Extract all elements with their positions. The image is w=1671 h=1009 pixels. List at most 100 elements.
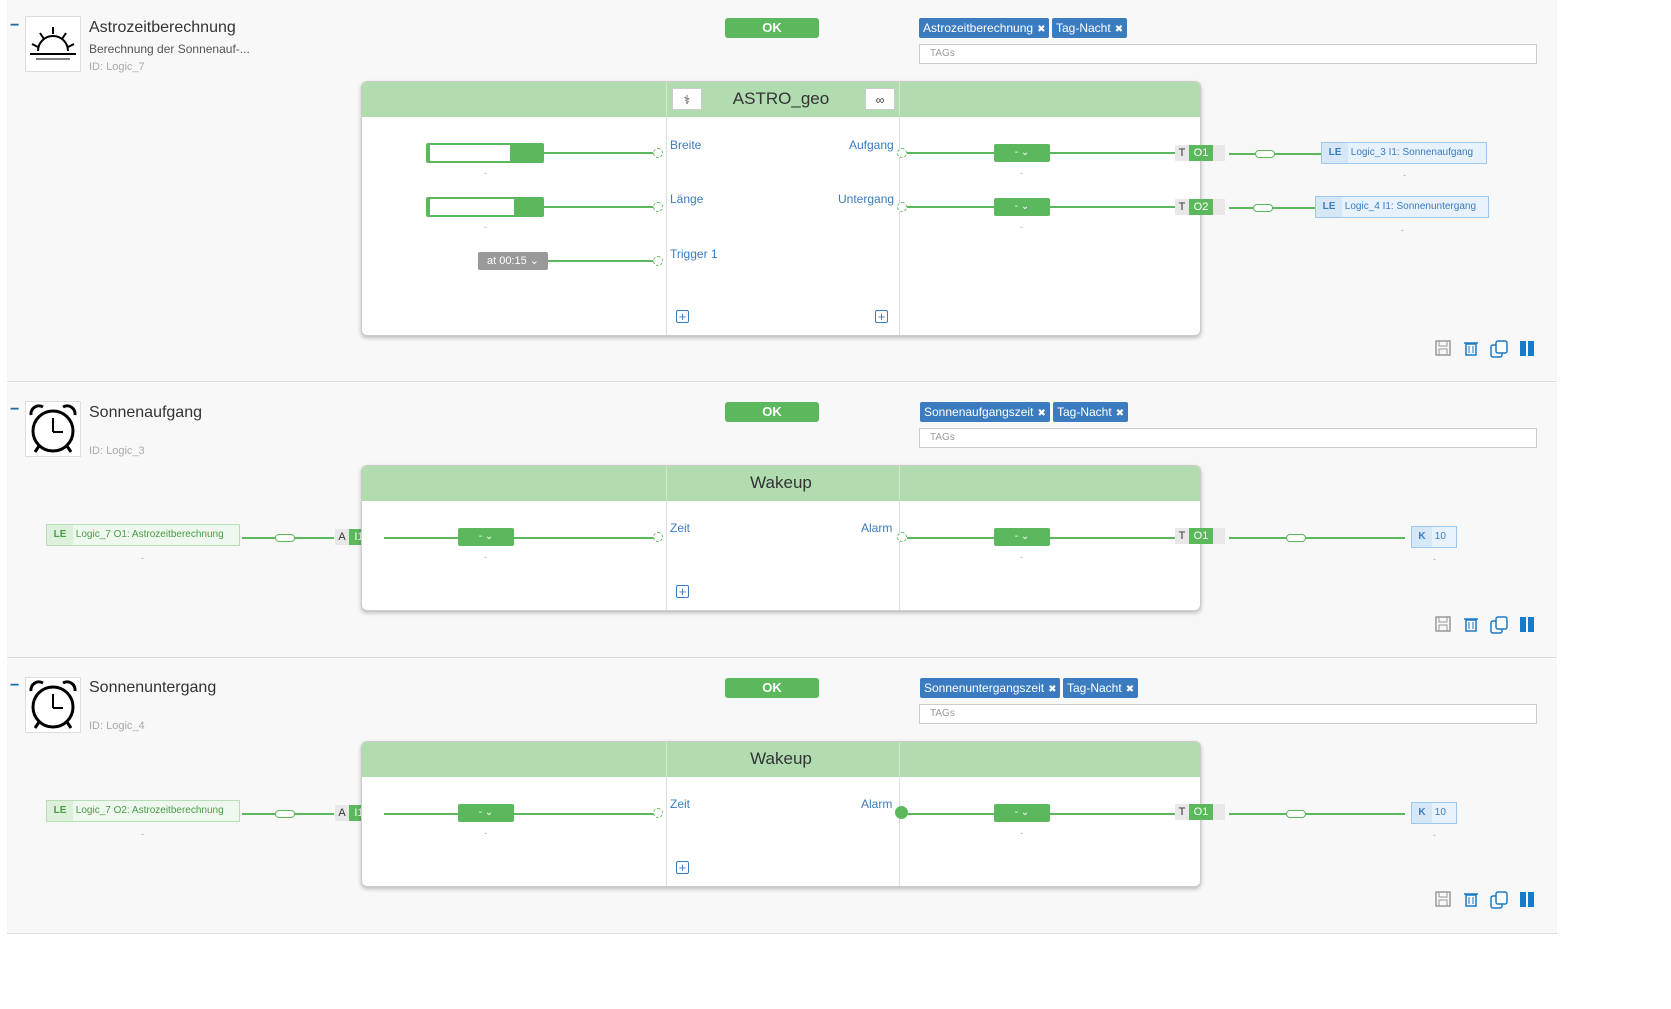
collapse-toggle[interactable]: − [10,401,20,418]
tag-chip[interactable]: Sonnenaufgangszeit✖ [920,402,1050,422]
collapse-toggle[interactable]: − [10,677,20,694]
output-port[interactable] [895,806,908,819]
ref-value: 10 [1434,531,1446,542]
add-input-icon[interactable]: + [676,310,689,323]
wire [1229,153,1321,155]
wire [1229,813,1405,815]
tag-remove-icon[interactable]: ✖ [1114,24,1124,35]
input-label: Trigger 1 [670,247,718,261]
pause-icon[interactable] [1518,616,1536,634]
output-dropdown[interactable]: - ⌄ [994,804,1050,822]
output-port[interactable] [897,532,907,542]
link-reference[interactable]: LE Logic_3 I1: Sonnenaufgang [1321,142,1487,164]
add-input-icon[interactable]: + [676,861,689,874]
link-connector-icon [1255,150,1275,158]
output-id[interactable]: O1 [1189,145,1213,161]
stethoscope-icon[interactable]: ⚕ [672,88,702,110]
link-reference[interactable]: LE Logic_4 I1: Sonnenuntergang [1315,196,1489,218]
tag-label: Tag-Nacht [1067,681,1122,695]
output-dropdown[interactable]: - ⌄ [994,528,1050,546]
status-ok-button[interactable]: OK [725,678,819,698]
type-cell: T [1175,199,1189,215]
collapse-toggle[interactable]: − [10,17,20,34]
value-dash: - [1403,170,1406,180]
save-icon[interactable] [1434,616,1452,634]
pause-icon[interactable] [1518,891,1536,909]
block-title: Sonnenuntergang [89,679,217,696]
trash-icon[interactable] [1462,891,1480,909]
status-ok-button[interactable]: OK [725,18,819,38]
tags-input[interactable]: TAGs [919,428,1537,448]
sunrise-icon [25,16,81,72]
copy-icon[interactable] [1490,616,1508,634]
link-connector-icon [1253,204,1273,212]
tag-remove-icon[interactable]: ✖ [1115,408,1125,419]
tag-remove-icon[interactable]: ✖ [1037,24,1046,35]
divider [666,82,667,335]
tag-chip[interactable]: Tag-Nacht✖ [1052,18,1128,38]
input-port[interactable] [653,808,663,818]
output-port[interactable] [897,148,907,158]
input-port[interactable] [653,148,663,158]
tag-remove-icon[interactable]: ✖ [1125,684,1135,695]
value-dash: - [1401,225,1404,235]
link-reference[interactable]: LE Logic_7 O2: Astrozeitberechnung [46,800,240,822]
input-dropdown[interactable]: - ⌄ [458,528,514,546]
output-id[interactable]: O1 [1189,804,1213,820]
tag-remove-icon[interactable]: ✖ [1048,684,1057,695]
output-id[interactable]: O1 [1189,528,1213,544]
divider [666,742,667,886]
tag-chip[interactable]: Tag-Nacht✖ [1053,402,1129,422]
tag-label: Sonnenuntergangszeit [924,681,1045,695]
add-output-icon[interactable]: + [875,310,888,323]
infinity-icon[interactable]: ∞ [865,88,895,110]
input-port[interactable] [653,256,663,266]
tag-chip[interactable]: Sonnenuntergangszeit✖ [920,678,1061,698]
value-dash: - [1020,168,1023,178]
tag-chip[interactable]: Tag-Nacht✖ [1063,678,1139,698]
output-id[interactable]: O2 [1189,199,1213,215]
ref-label: Logic_3 I1: Sonnenaufgang [1350,147,1474,158]
block-id: ID: Logic_4 [89,720,145,732]
link-connector-icon [275,810,295,818]
block-actions [1434,340,1544,360]
status-ok-button[interactable]: OK [725,402,819,422]
output-extra [1213,528,1225,544]
divider [666,466,667,610]
ref-type: LE [47,525,73,545]
input-dropdown[interactable] [426,143,544,163]
tag-chip[interactable]: Astrozeitberechnung✖ [919,18,1050,38]
add-input-icon[interactable]: + [676,585,689,598]
pause-icon[interactable] [1518,340,1536,358]
tags-input[interactable]: TAGs [919,704,1537,724]
knx-reference[interactable]: K 10 [1411,526,1457,548]
value-dash: - [141,553,144,563]
tags-input[interactable]: TAGs [919,44,1537,64]
trash-icon[interactable] [1462,616,1480,634]
link-reference[interactable]: LE Logic_7 O1: Astrozeitberechnung [46,524,240,546]
input-dropdown[interactable]: - ⌄ [458,804,514,822]
output-dropdown[interactable]: - ⌄ [994,144,1050,162]
logic-block-sunrise: − Sonnenaufgang ID: Logic_3 OK Sonnenauf… [7,383,1557,658]
output-dropdown[interactable]: - ⌄ [994,198,1050,216]
tag-remove-icon[interactable]: ✖ [1037,408,1046,419]
output-port[interactable] [897,202,907,212]
save-icon[interactable] [1434,340,1452,358]
knx-reference[interactable]: K 10 [1411,802,1457,824]
copy-icon[interactable] [1490,891,1508,909]
ref-type: LE [47,801,73,821]
value-dash: - [1433,554,1436,564]
logic-box: Wakeup - ⌄ - Zeit + Alarm - ⌄ - [361,741,1201,887]
trash-icon[interactable] [1462,340,1480,358]
copy-icon[interactable] [1490,340,1508,358]
value-dash: - [484,222,487,232]
trigger-dropdown[interactable]: at 00:15 ⌄ [478,252,548,270]
input-port[interactable] [653,532,663,542]
output-label: Untergang [838,192,895,206]
link-connector-icon [1286,810,1306,818]
value-dash: - [1020,828,1023,838]
value-dash: - [1020,552,1023,562]
input-dropdown[interactable] [426,197,544,217]
save-icon[interactable] [1434,891,1452,909]
input-port[interactable] [653,202,663,212]
